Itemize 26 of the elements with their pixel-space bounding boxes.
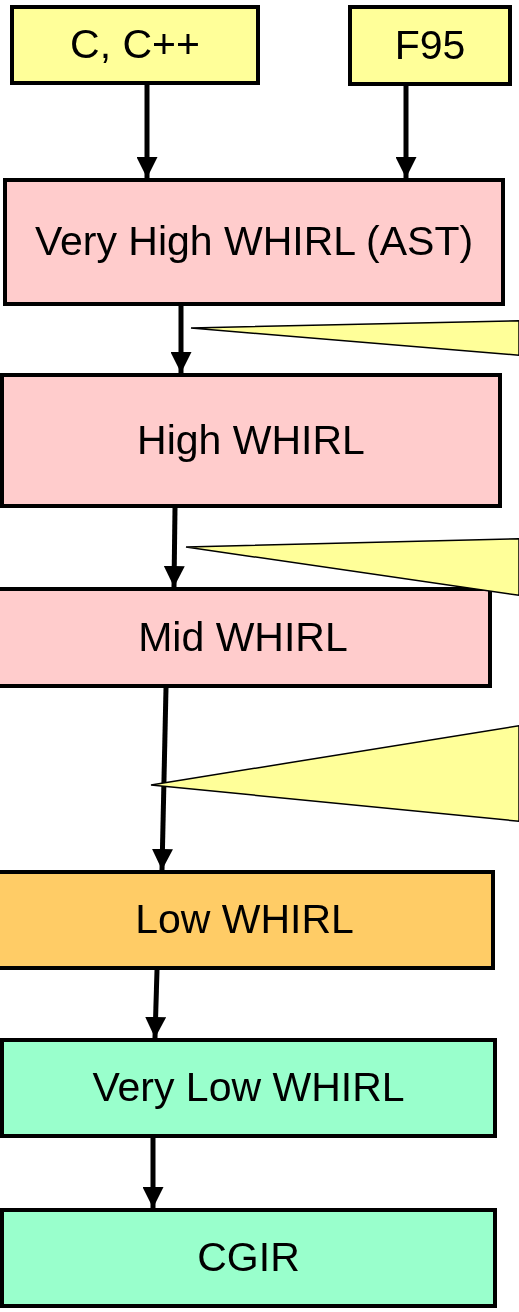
process-box [3, 178, 505, 306]
node-label: C, C++ [69, 20, 201, 70]
arrow [170, 306, 192, 373]
node-label: CGIR [196, 1233, 301, 1283]
node-label: High WHIRL [136, 415, 366, 465]
node-label: F95 [393, 20, 467, 70]
node-label: Mid WHIRL [137, 612, 349, 662]
process-box [0, 373, 502, 508]
callout-pointer [190, 320, 519, 356]
arrow [151, 687, 173, 871]
node-label: Very High WHIRL (AST) [33, 217, 475, 267]
node-label: Very Low WHIRL [91, 1063, 406, 1113]
arrow [145, 969, 167, 1039]
node-label: Low WHIRL [134, 895, 355, 945]
source-language-box [348, 5, 512, 86]
process-box [0, 870, 495, 970]
arrow [136, 85, 158, 178]
arrow [395, 86, 417, 178]
arrow [142, 1138, 164, 1208]
source-language-box [10, 5, 260, 85]
process-box [0, 1038, 497, 1138]
callout-pointer [185, 538, 519, 596]
callout-pointer [150, 725, 519, 822]
arrow [163, 507, 185, 588]
process-box [0, 587, 492, 688]
process-box [0, 1208, 497, 1308]
